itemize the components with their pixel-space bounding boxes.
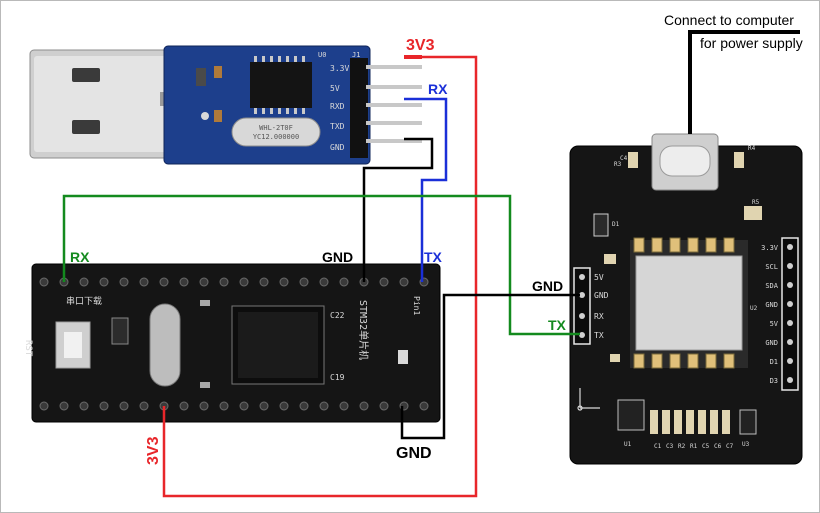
sensor-mark-c7: C7 [726,443,734,450]
label-gnd-right: GND [532,278,563,294]
stm32-jumper [111,317,129,345]
usb-adapter-chip [250,62,312,108]
sensor-mark-r5: R5 [752,199,760,206]
crystal-part-text: WHL-2T0F [259,124,293,132]
sensor-mark-c5: C5 [702,443,710,450]
usb-plug-slot-1 [72,68,100,82]
stm32-part-1 [200,300,210,306]
sensor-module-pads-bottom [633,353,735,369]
sensor-mark-r1: R1 [690,443,698,450]
sensor-usbc-opening [659,145,711,177]
power-cable [688,30,800,134]
crystal-freq-text: YC12.000000 [253,133,299,141]
sensor-rpin-label-1: 3.3V [761,244,779,252]
stm32-mcu-chip-face [238,312,318,378]
sensor-rpin-label-7: D1 [770,358,778,366]
usb-plug-face [34,56,184,152]
label-rx-left: RX [70,249,90,265]
usb-adapter-header [350,58,368,158]
sensor-mark-c4: C4 [620,155,628,162]
note-line-1: Connect to computer [664,12,794,28]
stm32-led [398,350,408,364]
stm32-top-pins [39,277,429,287]
usb-adapter-header-pins [366,65,422,143]
stm32-rst-text: RST [23,340,33,357]
wire-rx-tx-green [62,194,580,336]
sensor-pin-label-gnd: GND [594,291,609,300]
sensor-rpin-label-8: D3 [770,377,778,385]
sensor-mark-u2: U2 [750,305,758,312]
sensor-mark-u1: U1 [624,441,632,448]
wire-gnd-black-bottom [400,293,580,440]
sensor-left-header [573,267,591,345]
sensor-mark-d1: D1 [612,221,620,228]
note-line-2: for power supply [700,35,803,51]
sensor-mark-u3: U3 [742,441,750,448]
label-3v3-bottom: 3V3 [145,436,162,465]
usb-chip-mark-j1: J1 [352,51,360,59]
stm32-c22-text: C22 [330,311,345,320]
label-tx-right: TX [548,317,567,333]
sensor-shield-can [635,255,743,351]
label-gnd-bottom: GND [396,445,432,462]
wire-gnd-black-top [362,137,434,282]
sensor-component-marks: C4 R5 R4 D1 R1 R2 R3 U1 U3 C5 C6 C7 C1 C… [612,145,760,450]
sensor-rpin-label-4: GND [765,301,778,309]
stm32-c19-text: C19 [330,373,345,382]
usb-adapter-crystal [231,117,321,147]
sensor-mark-c3: C3 [666,443,674,450]
usb-adapter-chip-legs [254,56,305,114]
sensor-pin-label-5v: 5V [594,273,604,282]
sensor-mark-r3: R3 [614,161,622,168]
stm32-board: RST 串口下载 STM32单片机 Pin1 C22 C19 [23,263,441,423]
sensor-mark-c1: C1 [654,443,662,450]
sensor-rpin-label-2: SCL [765,263,778,271]
usb-pin-label-rxd: RXD [330,102,345,111]
stm32-bottom-pins [39,401,429,411]
stm32-crystal [149,303,181,387]
stm32-pin1-text: Pin1 [412,296,421,315]
usb-pin-label-gnd: GND [330,143,345,152]
sensor-mark-c6: C6 [714,443,722,450]
sensor-module: 5V GND RX TX 3.3V SCL SDA GND 5V GND D1 … [569,133,803,465]
usb-pin-label-txd: TXD [330,122,345,131]
sensor-pin-label-tx: TX [594,331,604,340]
usb-adapter-part-1 [196,68,206,86]
sensor-left-header-pins [579,274,585,338]
sensor-module-pads-top [633,237,735,253]
sensor-rpin-label-3: SDA [765,282,778,290]
usb-adapter-part-3 [214,110,222,122]
usb-chip-mark-u0: U0 [318,51,326,59]
stm32-cn-text: 串口下载 [66,295,102,307]
sensor-small-components [593,152,762,435]
sensor-rpin-label-6: GND [765,339,778,347]
sensor-pin-label-rx: RX [594,312,604,321]
label-gnd-mid: GND [322,249,353,265]
sensor-axis-icon [577,388,600,411]
label-tx-mid: TX [424,249,443,265]
sensor-mark-r4: R4 [748,145,756,152]
label-rx-top: RX [428,81,448,97]
stm32-reset-button-cap [64,332,82,358]
stm32-main-text: STM32单片机 [357,300,370,360]
sensor-right-header-pins [787,244,793,383]
label-3v3-top: 3V3 [406,37,435,54]
stm32-part-2 [200,382,210,388]
wire-rx-tx-blue [404,97,448,282]
usb-plug-slot-2 [72,120,100,134]
usb-pin-label-5v: 5V [330,84,340,93]
usb-pin-label-3v3: 3.3V [330,64,349,73]
usb-adapter-led [201,112,209,120]
wire-3v3-red [162,55,478,498]
sensor-right-header [781,237,799,391]
usb-ttl-adapter: WHL-2T0F YC12.000000 U0 J1 3.3V 5V RXD T… [29,45,422,165]
usb-adapter-part-2 [214,66,222,78]
sensor-rpin-label-5: 5V [770,320,779,328]
sensor-mark-r2: R2 [678,443,686,450]
